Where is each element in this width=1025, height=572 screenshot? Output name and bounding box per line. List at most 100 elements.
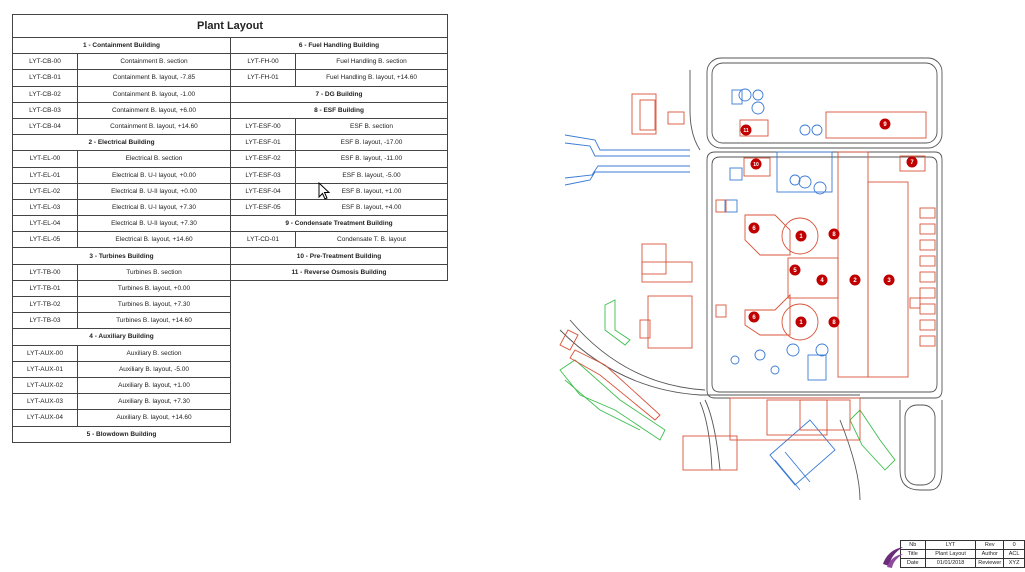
- reviewer-label: Reviewer: [975, 558, 1005, 568]
- road: [706, 151, 943, 399]
- equipment: [724, 199, 738, 213]
- building: [899, 155, 926, 172]
- building: [739, 119, 769, 137]
- road: [711, 62, 938, 144]
- author-value: ACL: [1003, 549, 1025, 559]
- water-channel: [564, 134, 690, 186]
- building-marker: [816, 274, 828, 286]
- building: [715, 304, 727, 318]
- building-marker: [883, 274, 895, 286]
- green-building: [564, 379, 641, 431]
- section-header: 11 - Reverse Osmosis Building: [229, 263, 449, 281]
- building: [867, 181, 909, 378]
- section-header: 5 - Blowdown Building: [12, 425, 231, 443]
- building: [743, 157, 771, 177]
- road: [699, 401, 713, 471]
- building: [825, 111, 927, 139]
- building-marker: [849, 274, 861, 286]
- building: [641, 243, 667, 275]
- building-marker-label: 6: [752, 226, 756, 232]
- equipment: [919, 239, 936, 251]
- building: [639, 99, 656, 131]
- equipment: [729, 167, 743, 181]
- equipment: [919, 335, 936, 347]
- building-marker: [789, 264, 801, 276]
- switchyard: [769, 419, 836, 491]
- equipment: [919, 287, 936, 299]
- building-marker-label: 3: [887, 278, 891, 284]
- building: [744, 293, 791, 336]
- building-marker-label: 7: [910, 160, 914, 166]
- building-marker-label: 2: [853, 278, 857, 284]
- road: [899, 400, 943, 491]
- building: [631, 93, 657, 135]
- tank: [789, 174, 801, 186]
- title-value: Plant Layout: [924, 549, 977, 559]
- building: [559, 329, 661, 421]
- tank: [730, 355, 740, 365]
- title-block: Nb LYT Rev 0 Title Plant Layout Author A…: [879, 540, 1025, 568]
- table-title: Plant Layout: [11, 14, 449, 38]
- building: [715, 199, 727, 213]
- building-marker-label: 10: [753, 162, 759, 168]
- equipment: [731, 89, 743, 105]
- equipment: [919, 319, 936, 331]
- building: [909, 297, 921, 309]
- tank: [738, 88, 752, 102]
- rev-value: 0: [1003, 540, 1025, 550]
- building: [837, 151, 869, 378]
- building: [729, 397, 861, 441]
- road: [689, 70, 701, 151]
- tank: [752, 89, 764, 101]
- nb-value: LYT: [924, 540, 977, 550]
- building-marker: [828, 316, 840, 328]
- road: [559, 329, 860, 396]
- equipment: [919, 207, 936, 219]
- rev-label: Rev: [975, 540, 1005, 550]
- building-marker: [740, 124, 752, 136]
- tank: [770, 365, 780, 375]
- tank: [754, 349, 766, 361]
- building-marker-label: 4: [820, 278, 824, 284]
- equipment: [807, 354, 827, 381]
- author-label: Author: [975, 549, 1005, 559]
- building-marker-label: 6: [752, 315, 756, 321]
- road: [706, 57, 943, 149]
- tank: [813, 181, 827, 195]
- equipment: [919, 271, 936, 283]
- tank: [751, 101, 765, 115]
- equipment: [919, 303, 936, 315]
- building-marker-label: 8: [832, 320, 836, 326]
- building: [799, 399, 851, 431]
- building: [744, 214, 791, 256]
- tank: [798, 175, 812, 189]
- building-marker: [906, 156, 918, 168]
- building: [667, 111, 685, 125]
- green-building: [604, 299, 631, 346]
- company-logo-icon: [883, 547, 903, 568]
- building-marker: [748, 311, 760, 323]
- building-marker: [828, 228, 840, 240]
- road: [904, 404, 936, 486]
- equipment: [919, 255, 936, 267]
- containment: [781, 303, 819, 341]
- road: [711, 156, 938, 393]
- building-marker-label: 9: [883, 122, 887, 128]
- building-marker: [795, 230, 807, 242]
- building-marker: [795, 316, 807, 328]
- tank: [799, 124, 811, 136]
- table-row: 5 - Blowdown Building: [12, 425, 448, 443]
- building: [641, 261, 693, 283]
- containment: [781, 217, 819, 255]
- building-marker: [750, 158, 762, 170]
